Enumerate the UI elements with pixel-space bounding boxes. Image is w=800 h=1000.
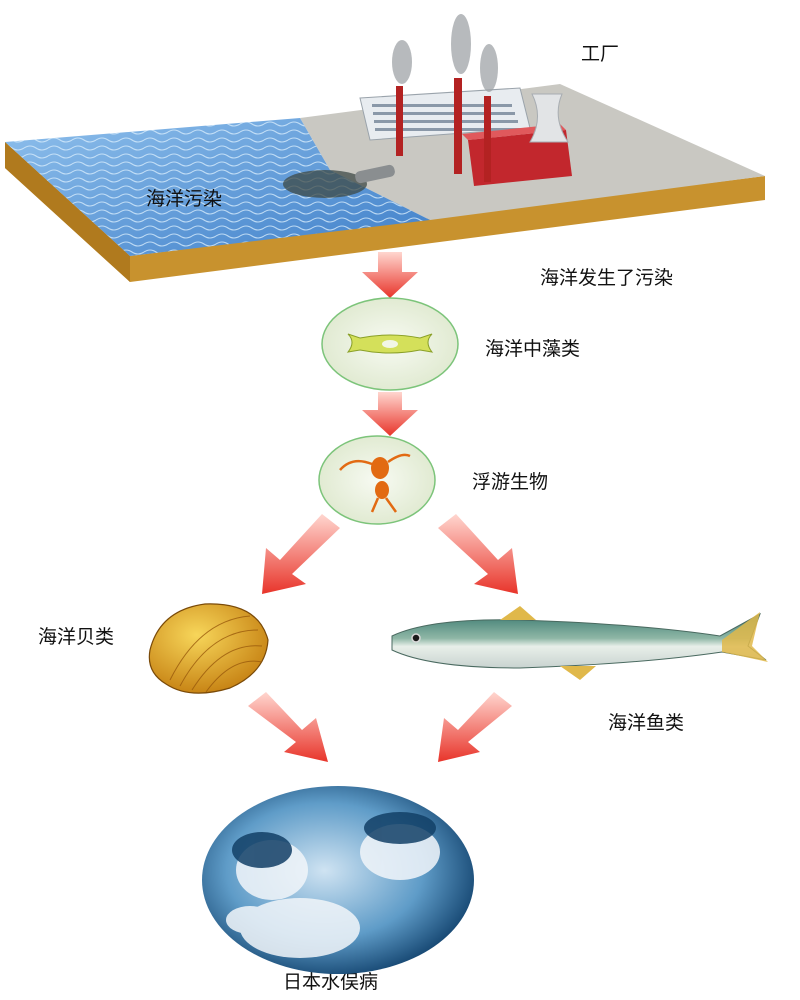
minamata-photo: [202, 786, 474, 974]
sea-waves: [5, 118, 430, 256]
arrow-shellfish-to-human: [248, 692, 328, 762]
smoke: [392, 14, 498, 92]
shellfish-label: 海洋贝类: [38, 626, 114, 648]
outflow-pipe: [355, 164, 395, 184]
chimney-1: [396, 86, 403, 156]
arrow-fish-to-human: [438, 692, 512, 762]
soil-left-face: [5, 142, 130, 282]
mackerel: [391, 606, 768, 680]
algae-label: 海洋中藻类: [485, 338, 580, 360]
office-windows: [372, 104, 521, 131]
fish-eye: [411, 633, 421, 643]
fish-tail: [722, 612, 768, 662]
fish-label: 海洋鱼类: [608, 712, 684, 734]
red-building: [468, 130, 572, 186]
shellfish: [148, 603, 269, 694]
factory: [359, 14, 572, 186]
arrow-to-fish: [438, 514, 518, 594]
minamata-label: 日本水俣病: [283, 971, 378, 993]
plankton-bubble: [318, 435, 436, 525]
chimney-2: [454, 78, 462, 174]
sea-polluted-label: 海洋发生了污染: [540, 267, 673, 289]
algae-bubble: [321, 297, 459, 391]
plankton-label: 浮游生物: [472, 471, 548, 493]
pollution-plume: [283, 170, 367, 198]
factory-label: 工厂: [581, 43, 619, 65]
cooling-tower: [529, 93, 569, 143]
arrow-down-1: [362, 252, 418, 298]
plankton-icon: [339, 453, 411, 513]
fish-ventral-fin: [560, 666, 596, 680]
mackerel-icon: [391, 612, 767, 669]
chimney-3: [484, 96, 491, 182]
soil-front-face: [5, 142, 765, 282]
arrow-down-2: [362, 392, 418, 436]
arrow-to-shellfish: [262, 514, 340, 594]
fish-dorsal-fin: [500, 606, 536, 620]
arrows: [248, 252, 518, 762]
sea-pollution-label: 海洋污染: [146, 188, 222, 210]
